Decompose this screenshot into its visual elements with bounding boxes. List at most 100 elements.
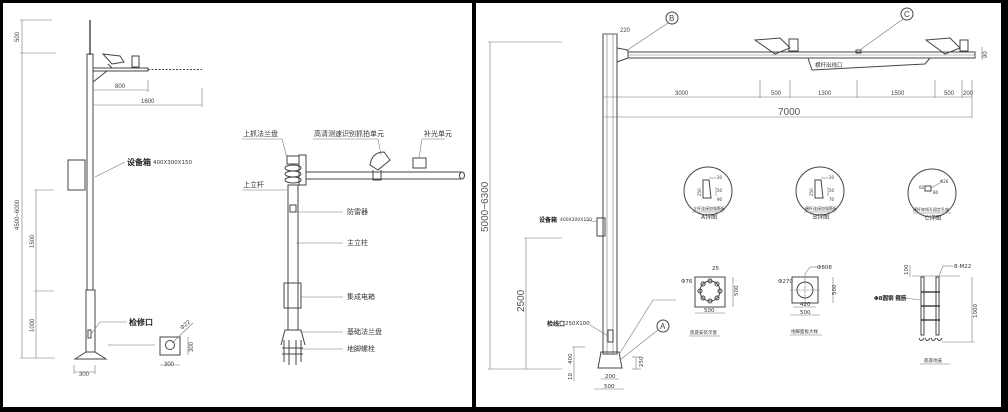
right-panel <box>476 3 1001 407</box>
base-10-dim: 10 <box>568 373 574 380</box>
dimension-lines <box>488 33 983 390</box>
balloon-c-text: C <box>904 10 910 19</box>
arm-seg-4: 1500 <box>891 91 905 97</box>
box-height-dim: 2500 <box>516 289 527 312</box>
arm-seg-6: 200 <box>963 91 974 97</box>
detail-c-dim-2: Φ26 <box>940 179 949 184</box>
arm-seg-2: 500 <box>771 91 782 97</box>
fill-light-icon <box>788 38 799 52</box>
detail-a-dim-1: 20 <box>717 175 723 180</box>
base-flange <box>597 351 623 369</box>
cage-caption: 底座地笼 <box>924 357 942 364</box>
base-plate-detail <box>159 322 194 366</box>
upper-flange <box>284 154 307 186</box>
inspection-port-label: 检线口 <box>547 320 565 328</box>
flange-height: 500 <box>832 284 838 295</box>
arm-seg-3: 1300 <box>818 91 832 97</box>
total-height-dim: 5000~6300 <box>480 181 491 232</box>
detail-b-title: B详图 <box>813 213 829 221</box>
inspection-port-label: 检修口 <box>129 317 153 327</box>
component-view: 上抓法兰盘 高清测速识别抓拍单元 补光单元 上立杆 防雷器 主立柱 集成电箱 基… <box>242 129 465 365</box>
flange-420: 420 <box>800 302 811 308</box>
dim-lower: 1000 <box>30 318 36 332</box>
fill-light-icon <box>959 39 969 52</box>
base-plate <box>73 351 108 360</box>
inspection-port-size: 250X100 <box>565 321 590 327</box>
detail-a-caption: 立杆连接加强筋板 <box>693 205 725 211</box>
equipment-box-label: 设备箱 <box>127 157 151 167</box>
anchor-bolts-label: 地脚螺栓 <box>347 344 375 353</box>
integrated-box-label: 集成电箱 <box>347 292 375 301</box>
camera-unit-icon <box>369 151 391 181</box>
flange-phi: Φ270 <box>778 279 793 285</box>
arm-end-cap <box>459 171 465 180</box>
detail-b-dim-4: 70 <box>829 197 835 202</box>
detail-c-title: C详图 <box>925 214 941 222</box>
pole-width-dim: 220 <box>620 28 631 34</box>
anchor-cage <box>280 329 306 365</box>
right-pole-elevation: B C A 220 横杆出线口 90 3000 500 1300 1500 <box>480 7 989 390</box>
detail-c-caption: 横杆穿线孔固定孔座 <box>913 206 949 212</box>
cage-height-dim: 1000 <box>973 304 979 318</box>
balloon-b <box>665 11 679 25</box>
plate-phi: Φ76 <box>681 279 693 285</box>
cross-arm <box>306 171 462 180</box>
equipment-box-label: 设备箱 <box>539 216 557 224</box>
detail-b-caption: 横杆连接加强筋板 <box>805 205 837 211</box>
detail-a: 20 250 50 90 立杆连接加强筋板 A详图 <box>683 166 733 221</box>
detail-c-dim-3: 80 <box>933 190 939 195</box>
plate-height: 300 <box>189 341 195 352</box>
left-pole-elevation: 500 4500~6000 1500 1000 800 1600 300 设备箱… <box>15 19 203 378</box>
base-250-dim: 250 <box>639 356 645 367</box>
arm-outlet-label: 横杆出线口 <box>815 61 843 69</box>
arm-brace <box>92 70 108 83</box>
plate-caption: 底座安装示意 <box>690 329 717 336</box>
equipment-box-size: 400X300X150 <box>560 217 592 223</box>
fill-light-icon <box>412 157 427 169</box>
detail-a-dim-4: 90 <box>717 197 723 202</box>
dim-top: 500 <box>15 31 21 42</box>
arm-total-dim: 7000 <box>778 107 801 118</box>
arm-seg-1: 3000 <box>675 91 689 97</box>
camera-icon <box>753 37 791 55</box>
integrated-box <box>283 282 302 309</box>
cage-bolts-label: 8-M22 <box>954 264 971 270</box>
main-column-label: 主立柱 <box>347 238 368 247</box>
base-400-dim: 400 <box>568 353 574 364</box>
base-500-dim: 500 <box>604 384 615 390</box>
plate-height: 500 <box>734 285 740 296</box>
flange-hole: Φ808 <box>817 265 832 271</box>
arm-seg-5: 500 <box>944 91 955 97</box>
detail-c-dim-1: 60 <box>919 185 925 190</box>
detail-a-dim-2: 250 <box>697 188 702 196</box>
dim-arm-long: 1600 <box>141 99 155 105</box>
plate-width: 500 <box>704 308 715 314</box>
surge-protector <box>289 204 297 213</box>
outlet-seat <box>855 49 862 54</box>
detail-b: 20 250 50 70 横杆连接加强筋板 B详图 <box>795 166 845 221</box>
plate-d25: 25 <box>712 266 719 272</box>
balloon-b-text: B <box>669 14 674 23</box>
anchor-cage-detail: 8-M22 Φ8圆钢 箍筋 100 1000 底座地笼 <box>874 264 979 365</box>
inspection-port <box>87 329 92 339</box>
upper-flange-label: 上抓法兰盘 <box>243 129 278 138</box>
upper-pole-label: 上立杆 <box>243 180 264 189</box>
dim-base: 300 <box>79 372 90 378</box>
camera-unit-label: 高清测速识别抓拍单元 <box>314 129 384 138</box>
detail-c: 60 Φ26 80 横杆穿线孔固定孔座 C详图 <box>907 168 957 222</box>
arm-outlet-bracket <box>807 57 931 71</box>
dim-mid: 1500 <box>30 234 36 248</box>
base-plate-layout: 25 Φ76 500 500 底座安装示意 <box>681 266 740 337</box>
detail-a-dim-3: 50 <box>717 188 723 193</box>
dimension-lines <box>20 19 203 374</box>
equipment-box-size: 400X300X150 <box>153 160 193 166</box>
flange-caption: 地脚面板大样 <box>791 328 818 335</box>
plate-width: 300 <box>164 362 175 368</box>
fill-light-icon <box>131 55 140 68</box>
balloon-a <box>656 319 670 333</box>
detail-a-title: A详图 <box>701 213 717 221</box>
flange-width: 500 <box>800 310 811 316</box>
surge-protector-label: 防雷器 <box>347 207 368 216</box>
leader-lines <box>242 138 445 350</box>
